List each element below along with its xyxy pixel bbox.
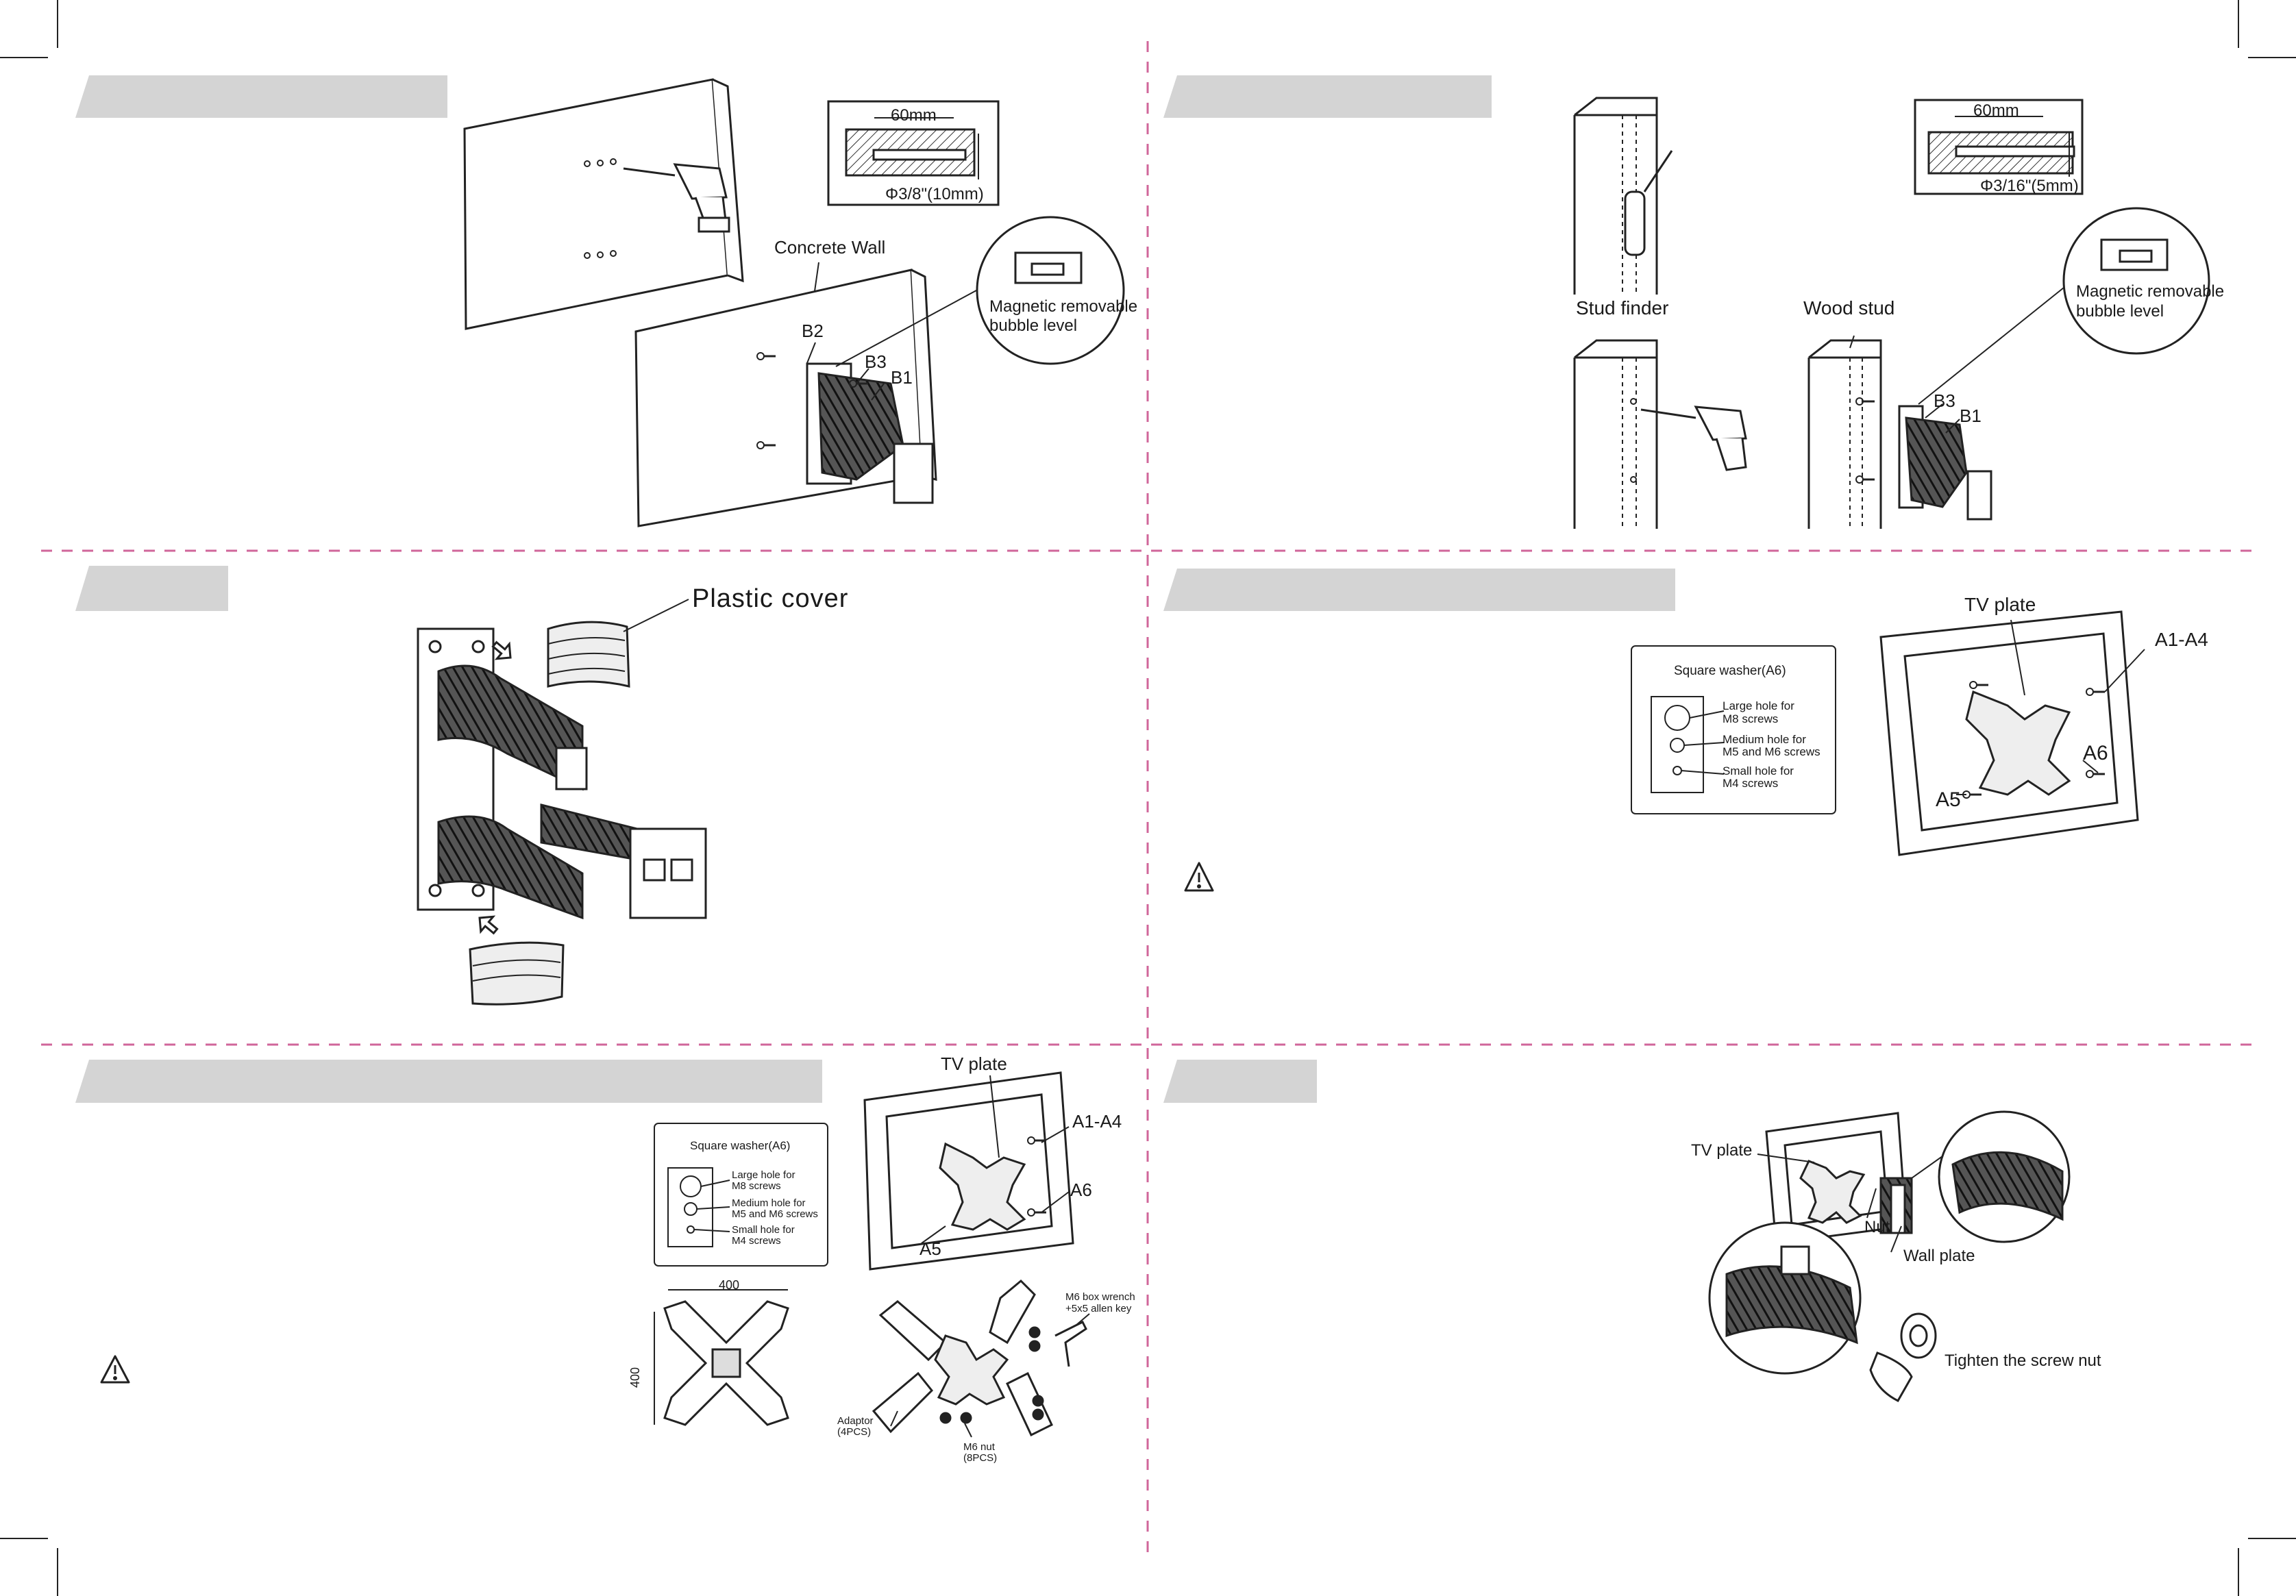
large-hole-line-1: Large hole for — [732, 1169, 795, 1181]
adaptor-label-line-1: Adaptor — [837, 1415, 874, 1427]
drilled-concrete-wall — [463, 78, 744, 330]
wall-type-label: Concrete Wall — [774, 237, 886, 258]
warning-icon — [1184, 862, 1214, 892]
bubble-level-callout-top-left — [835, 216, 1125, 367]
part-a6-label: A6 — [2083, 742, 2108, 764]
tv-on-mount-assembly — [1708, 1110, 2071, 1402]
concrete-wall-hole-section — [827, 100, 1000, 206]
adaptor-plate-dimension — [654, 1289, 789, 1426]
level-label-line-1: Magnetic removable — [2076, 282, 2225, 301]
part-b3-label: B3 — [1934, 390, 1955, 411]
part-b1-label: B1 — [1960, 406, 1982, 426]
large-hole-line-1: Large hole for — [1723, 699, 1794, 712]
dim-400-vertical: 400 — [628, 1367, 643, 1388]
tv-frame-bottom-left — [863, 1071, 1074, 1271]
drill-size-label: Φ3/16"(5mm) — [1980, 177, 2079, 195]
dim-400-horizontal: 400 — [719, 1278, 740, 1292]
dim-width-label: 60mm — [1973, 101, 2019, 120]
level-label-line-2: bubble level — [989, 316, 1078, 335]
nut-label: Nut — [1864, 1218, 1890, 1236]
plastic-cover-label: Plastic cover — [692, 584, 849, 613]
bubble-level-callout-top-right — [1918, 207, 2210, 405]
small-hole-line-2: M4 screws — [732, 1235, 781, 1247]
part-b2-label: B2 — [802, 321, 824, 341]
part-a5-label: A5 — [1936, 788, 1961, 811]
medium-hole-line-2: M5 and M6 screws — [732, 1208, 818, 1220]
washer-box-mid-right — [1631, 645, 1836, 814]
wood-stud-wall-with-mount — [1807, 339, 1992, 529]
power-drill-top-left — [623, 163, 730, 233]
adaptor-label-line-2: (4PCS) — [837, 1426, 872, 1438]
header-bands — [75, 75, 1675, 1103]
part-a1a4-label: A1-A4 — [2155, 629, 2208, 650]
stud-drilling-wall — [1573, 339, 1747, 529]
panel-dividers — [41, 41, 2255, 1562]
warning-icon — [100, 1355, 130, 1384]
part-b1-label: B1 — [891, 367, 913, 388]
wrench-label-line-2: +5x5 allen key — [1065, 1303, 1132, 1314]
small-hole-line-1: Small hole for — [1723, 764, 1794, 777]
tv-plate-label: TV plate — [1691, 1141, 1753, 1160]
wood-dim-section — [1914, 99, 2084, 195]
drill-size-label: Φ3/8"(10mm) — [885, 185, 984, 203]
medium-hole-line-2: M5 and M6 screws — [1723, 745, 1820, 758]
part-a1a4-label: A1-A4 — [1072, 1111, 1122, 1132]
wall-plate-label: Wall plate — [1903, 1247, 1975, 1265]
small-hole-line-2: M4 screws — [1723, 777, 1779, 790]
concrete-wall-with-mount — [634, 269, 937, 527]
washer-box-bottom-left — [654, 1123, 828, 1267]
part-b3-label: B3 — [865, 351, 887, 372]
tv-plate-label: TV plate — [941, 1053, 1007, 1074]
part-a5-label: A5 — [919, 1238, 941, 1259]
large-hole-line-2: M8 screws — [1723, 712, 1779, 725]
washer-title: Square washer(A6) — [690, 1139, 791, 1152]
level-label-line-2: bubble level — [2076, 302, 2164, 321]
level-label-line-1: Magnetic removable — [989, 297, 1138, 316]
wrench-label-line-1: M6 box wrench — [1065, 1291, 1135, 1303]
large-hole-line-2: M8 screws — [732, 1180, 781, 1192]
nut-label-line-2: (8PCS) — [963, 1452, 998, 1464]
small-hole-line-1: Small hole for — [732, 1224, 795, 1236]
washer-title: Square washer(A6) — [1674, 664, 1786, 678]
stud-finder-label: Stud finder — [1576, 297, 1669, 319]
wall-mount-assembly — [417, 599, 707, 1006]
tv-frame-mid-right — [1879, 610, 2145, 856]
part-a6-label: A6 — [1070, 1180, 1092, 1200]
dim-width-label: 60mm — [891, 106, 937, 125]
medium-hole-line-1: Medium hole for — [732, 1197, 806, 1209]
medium-hole-line-1: Medium hole for — [1723, 733, 1806, 746]
tv-plate-label: TV plate — [1964, 594, 2036, 615]
tighten-nut-label: Tighten the screw nut — [1945, 1351, 2101, 1370]
adaptor-exploded-view — [872, 1279, 1090, 1438]
stud-finder-wall — [1573, 97, 1673, 295]
wood-stud-label: Wood stud — [1803, 297, 1895, 319]
nut-label-line-1: M6 nut — [963, 1441, 995, 1453]
